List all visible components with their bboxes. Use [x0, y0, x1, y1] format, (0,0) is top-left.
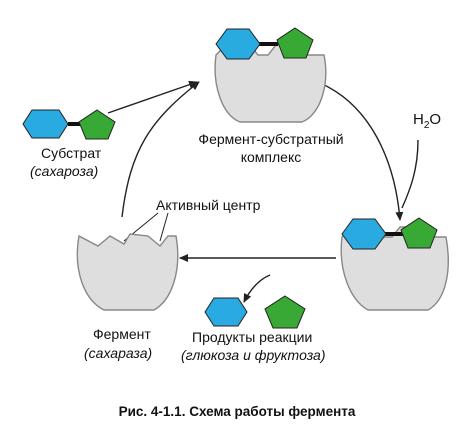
products-label: Продукты реакции: [192, 329, 313, 345]
products-example-label: (глюкоза и фруктоза): [181, 347, 326, 363]
active-site-pointer-2: [159, 212, 169, 242]
figure-caption: Рис. 4-1.1. Схема работы фермента: [118, 404, 356, 419]
water-label: H2O: [413, 111, 442, 131]
substrate-molecule: [22, 109, 116, 140]
arrow-to-products: [243, 274, 271, 303]
active-site-label: Активный центр: [156, 197, 261, 213]
cleaved-complex: [340, 217, 449, 311]
products-molecules: [204, 295, 306, 329]
complex-fructose-pentagon: [276, 27, 314, 59]
arrow-complex-to-cleaved: [319, 82, 404, 221]
complex-glucose-hexagon: [215, 28, 261, 60]
substrate-glucose-hexagon: [22, 109, 69, 139]
arrow-substrate-to-complex: [107, 80, 198, 114]
complex-label-line1: Фермент-субстратный: [198, 131, 344, 147]
cleaved-fructose-pentagon: [400, 217, 438, 249]
substrate-fructose-pentagon: [78, 109, 116, 140]
arrow-water: [401, 139, 419, 209]
enzyme-substrate-complex: [214, 27, 327, 123]
product-fructose-pentagon: [264, 295, 306, 329]
arrow-to-complex: [121, 81, 200, 218]
substrate-example-label: (сахароза): [30, 163, 99, 179]
complex-label-line2: комплекс: [240, 149, 302, 165]
free-enzyme: [76, 233, 179, 311]
enzyme-example-label: (сахараза): [84, 345, 153, 361]
substrate-label: Субстрат: [41, 145, 102, 161]
product-glucose-hexagon: [204, 297, 248, 327]
enzyme-label: Фермент: [93, 326, 151, 342]
cleaved-glucose-hexagon: [341, 218, 387, 250]
